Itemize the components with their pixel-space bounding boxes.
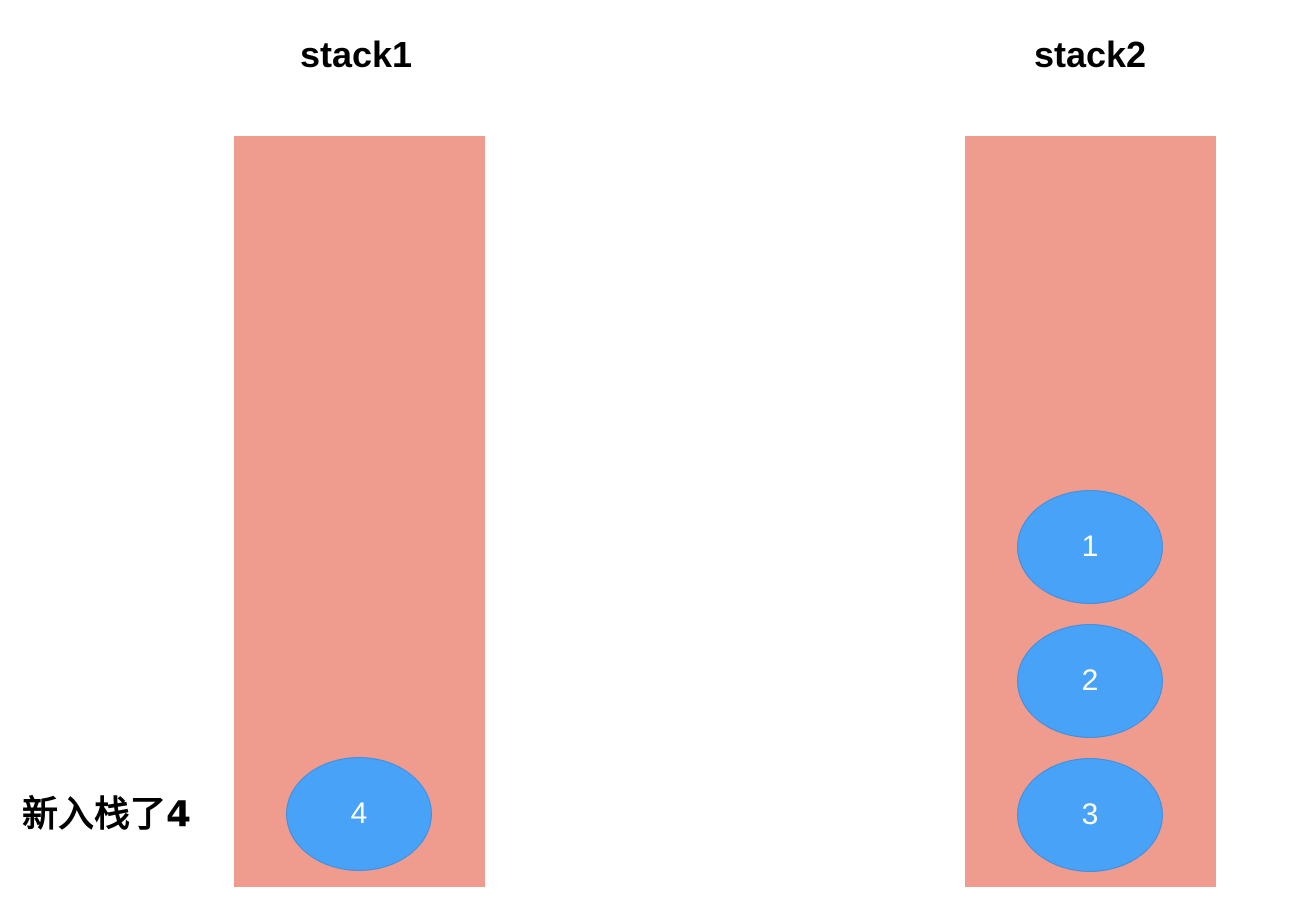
push-annotation: 新入栈了4 [22, 794, 192, 835]
stack2-item: 2 [1017, 624, 1163, 738]
stack2-item: 3 [1017, 758, 1163, 872]
stack2-title: stack2 [1033, 34, 1147, 75]
stack1-item: 4 [286, 757, 432, 871]
stack1-title: stack1 [299, 34, 413, 75]
stack2-item: 1 [1017, 490, 1163, 604]
